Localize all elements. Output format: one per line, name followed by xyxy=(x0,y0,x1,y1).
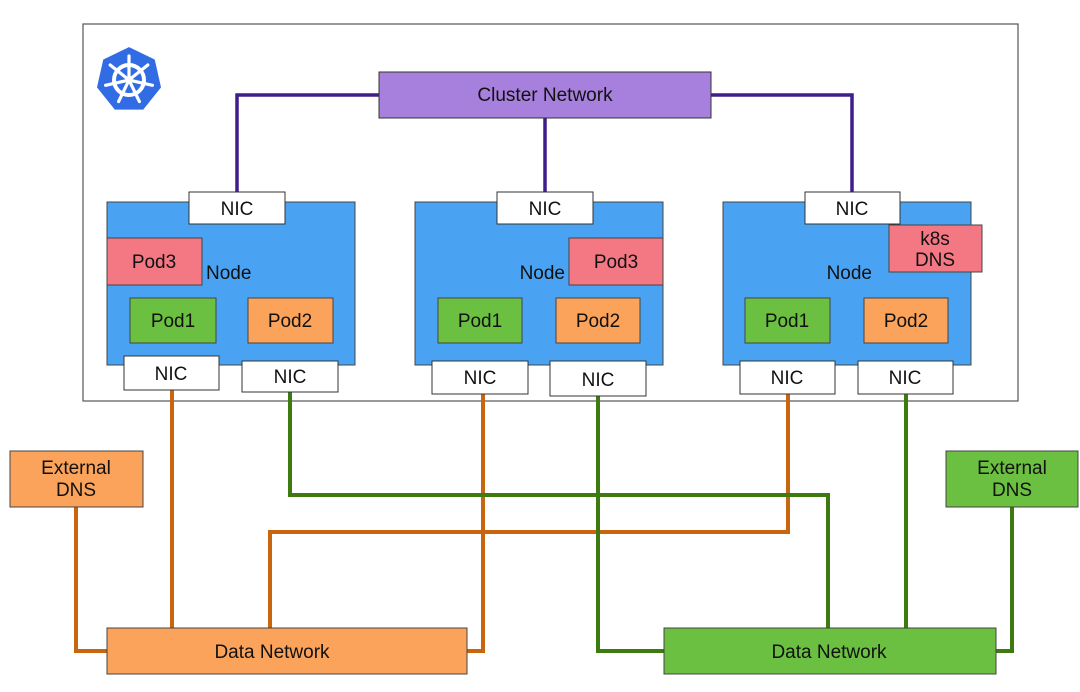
k8s-dns-box xyxy=(888,224,983,273)
cluster-network-box: Cluster Network xyxy=(378,71,712,119)
nic-a-box xyxy=(123,355,220,391)
nic-a-label: NIC xyxy=(155,364,188,385)
external-dns-left: External DNS xyxy=(9,450,144,508)
top-nic-label: NIC xyxy=(836,199,869,220)
data-network-left: Data Network xyxy=(106,627,468,675)
pod1-label: Pod1 xyxy=(765,311,809,332)
cluster-link-node1 xyxy=(235,93,379,192)
orange-link-node2-pod1 xyxy=(467,343,485,653)
pod2-box xyxy=(863,297,949,344)
node-label: Node xyxy=(520,263,565,284)
pod2-box xyxy=(555,297,641,344)
nic-a-label: NIC xyxy=(464,368,497,389)
nic-b-box xyxy=(549,360,647,397)
pod2-label: Pod2 xyxy=(576,311,620,332)
external-dns-left-line2: DNS xyxy=(56,480,96,501)
orange-links xyxy=(74,343,790,653)
data-network-left-label: Data Network xyxy=(214,642,330,663)
external-dns-left-line1: External xyxy=(41,458,111,479)
top-nic-box xyxy=(496,191,594,225)
node-label: Node xyxy=(206,263,251,284)
top-nic-box xyxy=(188,191,286,225)
green-link-node2-pod2 xyxy=(596,343,664,653)
pod1-label: Pod1 xyxy=(151,311,195,332)
node-2: NIC Pod3 Node Pod1 Pod2 NIC NIC xyxy=(414,191,664,397)
nic-a-label: NIC xyxy=(771,368,804,389)
nic-b-label: NIC xyxy=(582,370,615,391)
data-network-right-label: Data Network xyxy=(771,642,887,663)
nic-b-label: NIC xyxy=(889,368,922,389)
external-dns-right: External DNS xyxy=(945,450,1079,508)
cluster-link-node3 xyxy=(711,93,854,192)
pod1-box xyxy=(437,297,523,344)
pod2-label: Pod2 xyxy=(268,311,312,332)
pod2-label: Pod2 xyxy=(884,311,928,332)
top-nic-label: NIC xyxy=(529,199,562,220)
node-1: NIC Pod3 Node Pod1 Pod2 NIC NIC xyxy=(106,191,356,393)
green-link-node1-pod2 xyxy=(288,343,830,628)
pod1-label: Pod1 xyxy=(458,311,502,332)
k8s-dns-label-line2: DNS xyxy=(915,250,955,271)
green-link-ext-dns xyxy=(996,507,1014,653)
node-label: Node xyxy=(827,263,872,284)
node-3: NIC k8s DNS Node Pod1 Pod2 NIC NIC xyxy=(722,191,983,395)
kubernetes-helm-icon xyxy=(94,44,164,112)
pod3-label: Pod3 xyxy=(132,252,176,273)
k8s-dns-label-line1: k8s xyxy=(920,229,950,250)
external-dns-right-line1: External xyxy=(977,458,1047,479)
data-network-right: Data Network xyxy=(663,627,997,675)
nic-a-box xyxy=(431,360,529,395)
pod1-box xyxy=(744,297,831,344)
nic-b-box xyxy=(857,360,954,395)
pod1-box xyxy=(129,297,217,344)
pod3-label: Pod3 xyxy=(594,252,638,273)
top-nic-box xyxy=(804,191,901,225)
nic-b-box xyxy=(241,360,339,393)
external-dns-right-line2: DNS xyxy=(992,480,1032,501)
pod3-box xyxy=(568,237,664,286)
top-nic-label: NIC xyxy=(221,199,254,220)
pod3-box xyxy=(106,237,203,286)
orange-link-ext-dns xyxy=(74,507,107,653)
orange-link-node3-pod1 xyxy=(268,343,790,628)
pod2-box xyxy=(247,297,334,344)
cluster-network-label: Cluster Network xyxy=(477,85,613,106)
nic-b-label: NIC xyxy=(274,367,307,388)
nic-a-box xyxy=(739,360,836,395)
